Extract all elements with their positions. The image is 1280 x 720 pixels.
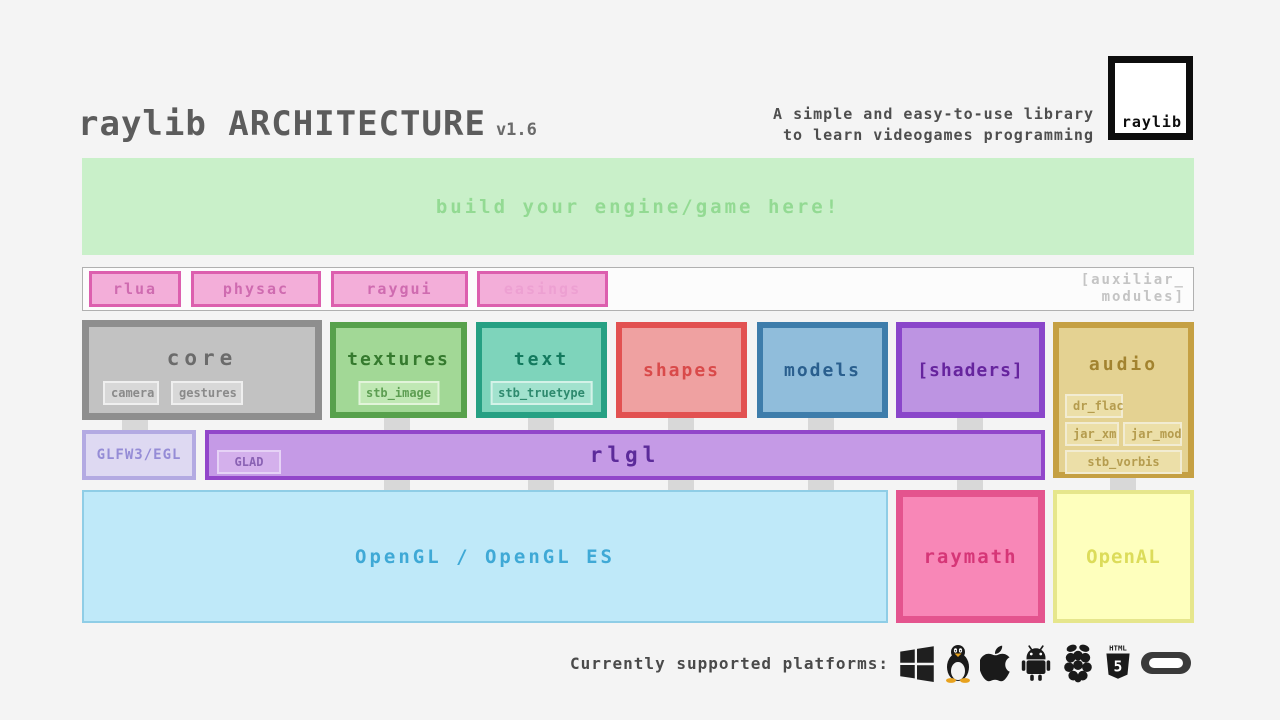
module-rlgl: rlgl GLAD <box>205 430 1045 480</box>
title-text: raylib ARCHITECTURE <box>78 104 486 144</box>
tagline-line-1: A simple and easy-to-use library <box>773 105 1094 123</box>
module-textures: textures stb_image <box>330 322 467 418</box>
module-core: core camera gestures <box>82 320 322 420</box>
submodule-jar-mod: jar_mod <box>1123 422 1182 446</box>
module-models-label: models <box>783 359 862 381</box>
module-models: models <box>757 322 888 418</box>
module-audio-label: audio <box>1088 354 1159 375</box>
linux-tux-icon <box>941 643 975 683</box>
module-shapes: shapes <box>616 322 747 418</box>
module-raymath: raymath <box>896 490 1045 623</box>
svg-text:5: 5 <box>1114 658 1123 675</box>
submodule-stb-image: stb_image <box>357 381 440 405</box>
supported-platforms-label: Currently supported platforms: <box>570 654 889 673</box>
submodule-camera: camera <box>103 381 159 405</box>
windows-icon <box>898 644 936 682</box>
auxiliary-modules-strip: rlua physac raygui easings [auxiliar_ mo… <box>82 267 1194 311</box>
page-title: raylib ARCHITECTURE v1.6 <box>78 104 537 144</box>
tagline-line-2: to learn videogames programming <box>783 126 1094 144</box>
tagline: A simple and easy-to-use library to lear… <box>773 104 1094 146</box>
submodule-stb-vorbis: stb_vorbis <box>1065 450 1182 474</box>
submodule-stb-truetype: stb_truetype <box>490 381 593 405</box>
module-glfw-egl: GLFW3/EGL <box>82 430 196 480</box>
aux-caption-line-2: modules] <box>1101 289 1185 305</box>
module-shaders-label: [shaders] <box>917 359 1024 381</box>
engine-banner: build your engine/game here! <box>82 158 1194 255</box>
aux-module-raygui: raygui <box>331 271 468 307</box>
raspberry-pi-icon <box>1060 643 1096 683</box>
module-text: text stb_truetype <box>476 322 607 418</box>
raylib-logo-text: raylib <box>1121 113 1182 131</box>
aux-module-easings: easings <box>477 271 608 307</box>
submodule-gestures: gestures <box>171 381 243 405</box>
html5-icon: HTML 5 <box>1101 643 1135 683</box>
module-textures-label: textures <box>347 348 450 370</box>
android-icon <box>1017 643 1055 683</box>
aux-modules-caption: [auxiliar_ modules] <box>1081 272 1185 306</box>
submodule-glad: GLAD <box>217 450 281 474</box>
module-opengl: OpenGL / OpenGL ES <box>82 490 888 623</box>
module-raymath-label: raymath <box>923 545 1018 568</box>
module-rlgl-label: rlgl <box>589 443 661 467</box>
version-label: v1.6 <box>495 120 537 140</box>
module-openal: OpenAL <box>1053 490 1194 623</box>
engine-banner-text: build your engine/game here! <box>435 195 841 218</box>
oculus-vr-icon <box>1140 646 1192 680</box>
module-opengl-label: OpenGL / OpenGL ES <box>355 545 615 568</box>
aux-module-physac: physac <box>191 271 321 307</box>
module-shapes-label: shapes <box>642 359 721 381</box>
module-audio: audio dr_flac jar_xm jar_mod stb_vorbis <box>1053 322 1194 478</box>
module-openal-label: OpenAL <box>1086 545 1161 568</box>
module-text-label: text <box>513 348 570 370</box>
submodule-jar-xm: jar_xm <box>1065 422 1119 446</box>
aux-module-rlua: rlua <box>89 271 181 307</box>
raylib-logo: raylib <box>1108 56 1193 140</box>
module-shaders: [shaders] <box>896 322 1045 418</box>
platform-icons-row: HTML 5 <box>898 640 1192 686</box>
aux-caption-line-1: [auxiliar_ <box>1080 272 1185 288</box>
apple-icon <box>980 644 1012 682</box>
module-core-label: core <box>166 346 238 370</box>
module-glfw-egl-label: GLFW3/EGL <box>96 447 182 463</box>
svg-text:HTML: HTML <box>1109 643 1127 652</box>
submodule-dr-flac: dr_flac <box>1065 394 1124 418</box>
